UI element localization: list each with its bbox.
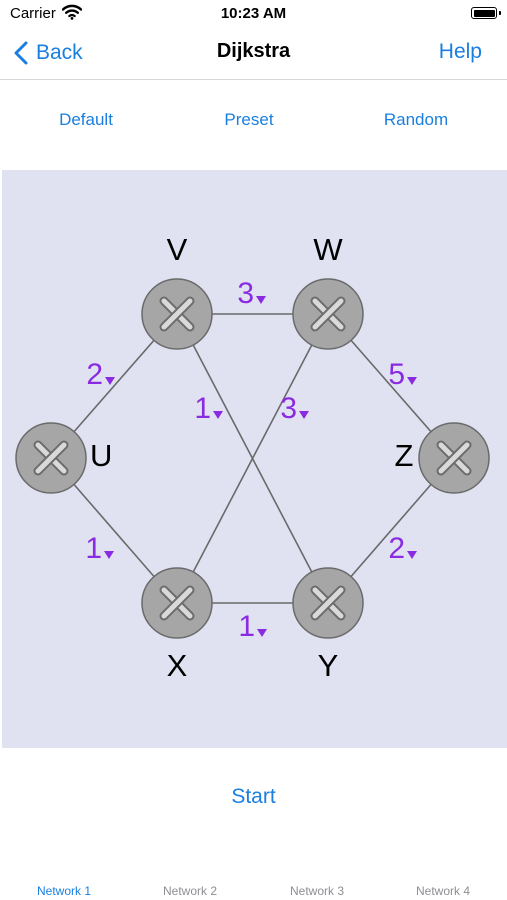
back-button-label: Back: [36, 41, 83, 64]
wifi-icon: [61, 4, 83, 25]
node-label-x: X: [167, 648, 188, 683]
edge-weight-value: 1: [194, 392, 211, 425]
node-w[interactable]: [292, 278, 364, 350]
mode-selector: Default Preset Random: [0, 80, 507, 170]
node-label-z: Z: [395, 438, 414, 473]
close-icon: [33, 440, 69, 476]
default-button[interactable]: Default: [59, 110, 113, 129]
edge-weight-x-w[interactable]: 3: [280, 392, 309, 425]
node-y[interactable]: [292, 567, 364, 639]
weight-dropdown-icon: [104, 551, 114, 559]
navigation-bar: Back Dijkstra Help: [0, 28, 507, 80]
preset-button[interactable]: Preset: [224, 110, 274, 129]
edge-weight-value: 1: [85, 532, 102, 565]
back-button[interactable]: Back: [14, 38, 83, 68]
weight-dropdown-icon: [105, 377, 115, 385]
node-z[interactable]: [418, 422, 490, 494]
battery-icon: [471, 7, 497, 19]
tab-network-3[interactable]: Network 3: [289, 884, 345, 898]
weight-dropdown-icon: [407, 377, 417, 385]
weight-dropdown-icon: [256, 296, 266, 304]
node-x[interactable]: [141, 567, 213, 639]
edge-weight-y-z[interactable]: 2: [388, 532, 417, 565]
help-button[interactable]: Help: [438, 40, 482, 63]
tab-network-4[interactable]: Network 4: [415, 884, 471, 898]
node-label-w: W: [313, 232, 343, 267]
node-label-v: V: [167, 232, 188, 267]
close-icon: [159, 296, 195, 332]
battery-cap: [499, 11, 501, 15]
tab-network-1[interactable]: Network 1: [36, 884, 92, 898]
edge-weight-w-z[interactable]: 5: [388, 358, 417, 391]
edge-weight-u-v[interactable]: 2: [86, 358, 115, 391]
edge-weight-value: 3: [280, 392, 297, 425]
start-button[interactable]: Start: [231, 785, 276, 808]
carrier-label: Carrier: [10, 5, 56, 22]
weight-dropdown-icon: [299, 411, 309, 419]
close-icon: [310, 296, 346, 332]
node-u[interactable]: [15, 422, 87, 494]
close-icon: [310, 585, 346, 621]
weight-dropdown-icon: [407, 551, 417, 559]
node-label-u: U: [90, 438, 112, 473]
edge-x-w: [176, 313, 329, 604]
status-bar: Carrier 10:23 AM: [0, 0, 507, 28]
node-label-y: Y: [318, 648, 339, 683]
edge-weight-v-y[interactable]: 1: [194, 392, 223, 425]
edge-weight-value: 3: [237, 277, 254, 310]
status-time: 10:23 AM: [220, 5, 287, 22]
chevron-left-icon: [14, 41, 28, 65]
edge-weight-u-x[interactable]: 1: [85, 532, 114, 565]
edge-weight-value: 5: [388, 358, 405, 391]
random-button[interactable]: Random: [383, 110, 449, 129]
close-icon: [159, 585, 195, 621]
edge-weight-value: 2: [388, 532, 405, 565]
edge-weight-value: 2: [86, 358, 103, 391]
edge-weight-x-y[interactable]: 1: [238, 610, 267, 643]
tab-network-2[interactable]: Network 2: [162, 884, 218, 898]
weight-dropdown-icon: [213, 411, 223, 419]
weight-dropdown-icon: [257, 629, 267, 637]
node-v[interactable]: [141, 278, 213, 350]
edge-weight-v-w[interactable]: 3: [237, 277, 266, 310]
close-icon: [436, 440, 472, 476]
edge-weight-value: 1: [238, 610, 255, 643]
tab-bar: Network 1 Network 2 Network 3 Network 4: [0, 870, 507, 900]
